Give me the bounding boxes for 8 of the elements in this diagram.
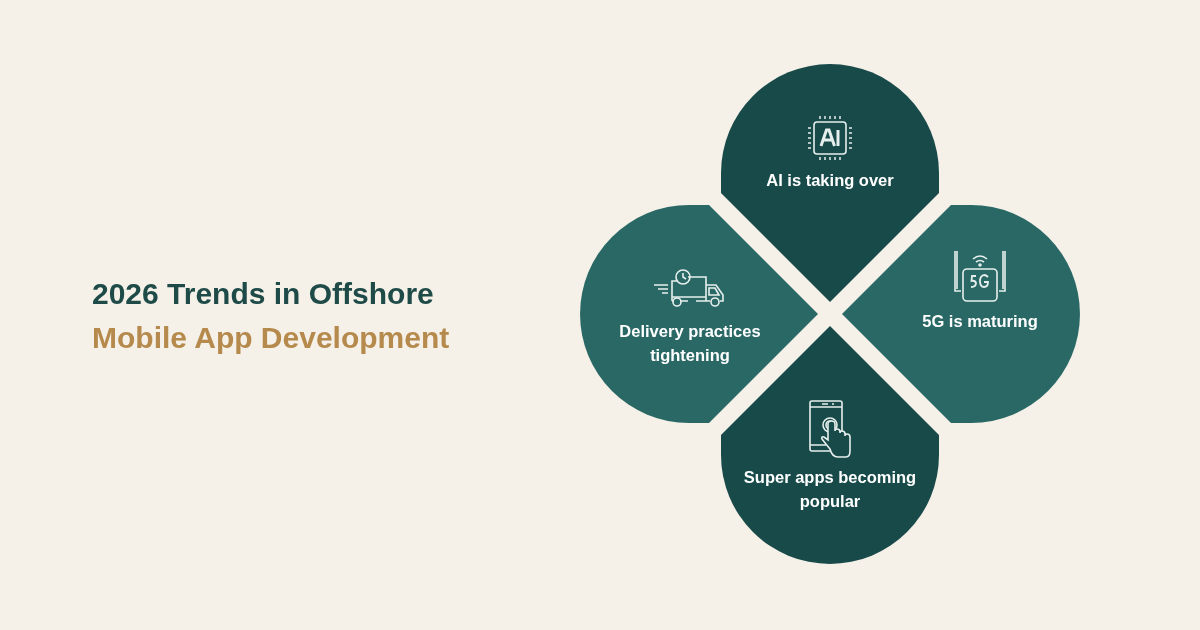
petal-card (721, 64, 939, 302)
title: 2026 Trends in Offshore Mobile App Development (92, 276, 451, 356)
trend-label: 5G is maturing (922, 311, 1038, 332)
trend-label: Super apps becoming popular (742, 467, 918, 512)
petal-card (842, 205, 1080, 423)
petal-card (580, 205, 818, 423)
trend-label: Delivery practices tightening (618, 321, 762, 366)
trend-label: AI is taking over (766, 170, 894, 191)
